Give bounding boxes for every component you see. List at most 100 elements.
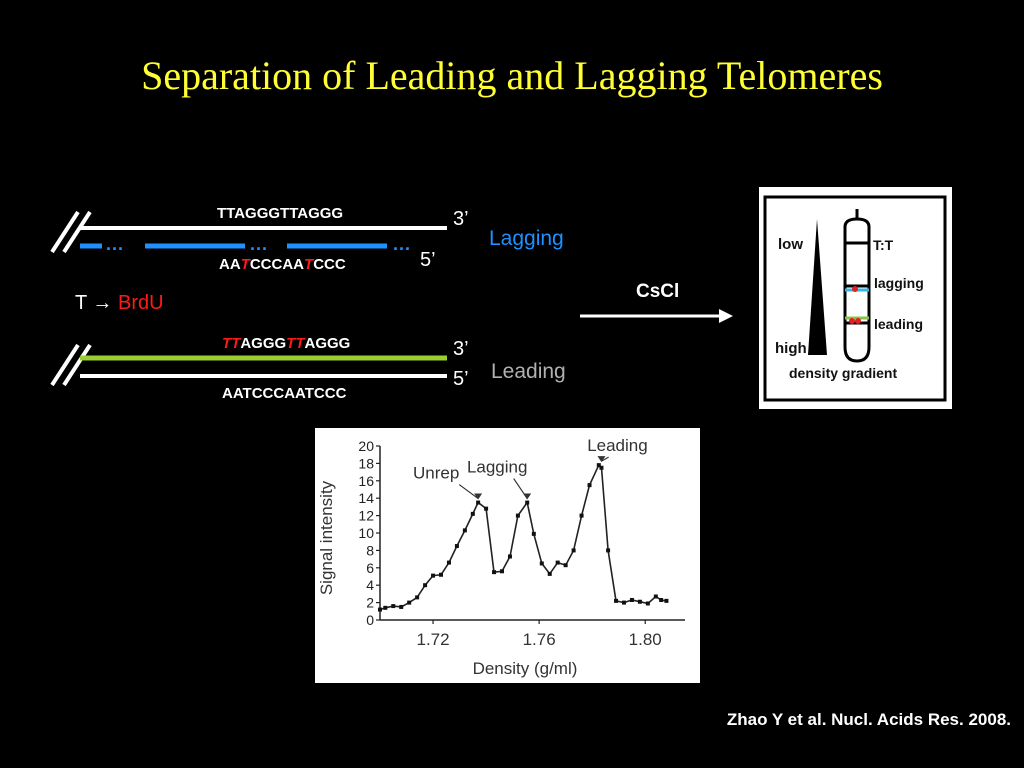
data-point — [415, 595, 420, 600]
data-point — [378, 607, 382, 612]
data-point — [446, 560, 451, 565]
data-point — [423, 583, 428, 588]
cscl-label: CsCl — [636, 281, 680, 302]
leading-dot-1 — [849, 318, 855, 324]
data-point — [645, 601, 650, 606]
high-label: high — [775, 340, 807, 357]
data-point — [606, 548, 611, 553]
data-point — [476, 500, 481, 505]
data-point — [525, 500, 530, 505]
y-tick-label: 0 — [366, 612, 374, 628]
annotation-arrow — [601, 456, 609, 462]
low-label: low — [778, 236, 803, 253]
chart-annotations: Unrep Lagging Leading — [413, 436, 648, 500]
gradient-caption: density gradient — [789, 365, 897, 381]
data-point — [500, 569, 504, 574]
lagging-label: Lagging — [489, 227, 564, 250]
annotation-arrow — [458, 484, 479, 500]
data-point — [596, 463, 601, 468]
y-tick-label: 2 — [366, 595, 374, 611]
data-point — [664, 598, 669, 603]
data-point — [531, 531, 536, 536]
citation: Zhao Y et al. Nucl. Acids Res. 2008. — [726, 710, 1011, 729]
leading-band-label: leading — [874, 316, 923, 332]
data-point — [622, 600, 626, 605]
y-tick-label: 6 — [366, 560, 374, 576]
y-tick-label: 8 — [366, 542, 374, 558]
substitution-label: T → BrdU — [75, 292, 164, 314]
y-tick-label: 14 — [358, 490, 374, 506]
annotation-arrowhead — [597, 456, 606, 463]
annotation-label: Leading — [587, 436, 648, 455]
annotation-label: Lagging — [467, 458, 528, 477]
data-point — [659, 597, 664, 602]
data-point — [470, 511, 475, 516]
y-axis-label: Signal intensity — [317, 480, 336, 595]
gradient-figure: low high T:T lagging leading density gra… — [763, 195, 947, 402]
data-point — [454, 544, 459, 549]
data-point — [637, 599, 642, 604]
annotation-label: Unrep — [413, 464, 459, 483]
data-point — [383, 605, 388, 610]
lagging-top-sequence: TTAGGGTTAGGG — [217, 205, 344, 222]
lagging-5prime: 5’ — [420, 249, 436, 271]
tt-label: T:T — [873, 237, 894, 253]
data-point — [484, 506, 489, 511]
data-point — [587, 483, 592, 488]
leading-5prime: 5’ — [453, 368, 469, 390]
y-tick-label: 12 — [358, 508, 374, 524]
y-tick-label: 20 — [358, 438, 374, 454]
leading-label: Leading — [491, 360, 566, 383]
break-mark-lagging-2 — [62, 210, 92, 254]
data-point — [563, 563, 568, 568]
data-point — [653, 594, 658, 599]
leading-top-sequence: TTAGGGTTAGGG — [222, 335, 351, 352]
data-point — [614, 598, 619, 603]
lagging-bottom-sequence: AATCCCAATCCC — [219, 256, 346, 273]
data-point — [547, 571, 552, 576]
y-tick-label: 10 — [358, 525, 374, 541]
density-gradient-panel: low high T:T lagging leading density gra… — [759, 187, 952, 409]
data-point — [391, 604, 396, 609]
y-tick-label: 4 — [366, 577, 374, 593]
gap-dots-3: ... — [393, 234, 412, 254]
signal-series-line — [379, 463, 667, 611]
x-tick-label: 1.72 — [416, 630, 449, 649]
data-point — [399, 604, 404, 609]
gap-dots-1: ... — [106, 234, 125, 254]
data-point — [507, 554, 512, 559]
leading-bottom-sequence: AATCCCAATCCC — [222, 385, 347, 402]
strand-diagram — [50, 210, 733, 387]
y-tick-label: 18 — [358, 455, 374, 471]
annotation-arrowhead — [474, 493, 483, 500]
data-point — [515, 513, 520, 518]
lagging-dot — [852, 286, 858, 292]
data-point — [439, 572, 443, 577]
x-tick-label: 1.76 — [523, 630, 556, 649]
leading-3prime: 3’ — [453, 338, 469, 360]
x-tick-label: 1.80 — [629, 630, 662, 649]
data-point — [579, 513, 584, 518]
data-point — [407, 600, 412, 605]
gap-dots-2: ... — [250, 234, 269, 254]
break-mark-leading-1 — [50, 343, 80, 387]
x-axis-label: Density (g/ml) — [473, 659, 578, 678]
data-point — [539, 561, 544, 566]
signal-series-points — [378, 463, 669, 612]
data-point — [462, 528, 467, 533]
data-point — [492, 570, 497, 575]
leading-dot-2 — [855, 318, 861, 324]
data-point — [555, 560, 560, 565]
gradient-frame — [763, 195, 947, 402]
annotation-arrowhead — [523, 493, 532, 500]
lagging-band-label: lagging — [874, 275, 924, 291]
data-point — [629, 597, 634, 602]
y-tick-label: 16 — [358, 473, 374, 489]
lagging-3prime: 3’ — [453, 208, 469, 230]
data-point — [599, 465, 604, 470]
data-point — [431, 573, 436, 578]
gradient-wedge — [808, 219, 827, 355]
